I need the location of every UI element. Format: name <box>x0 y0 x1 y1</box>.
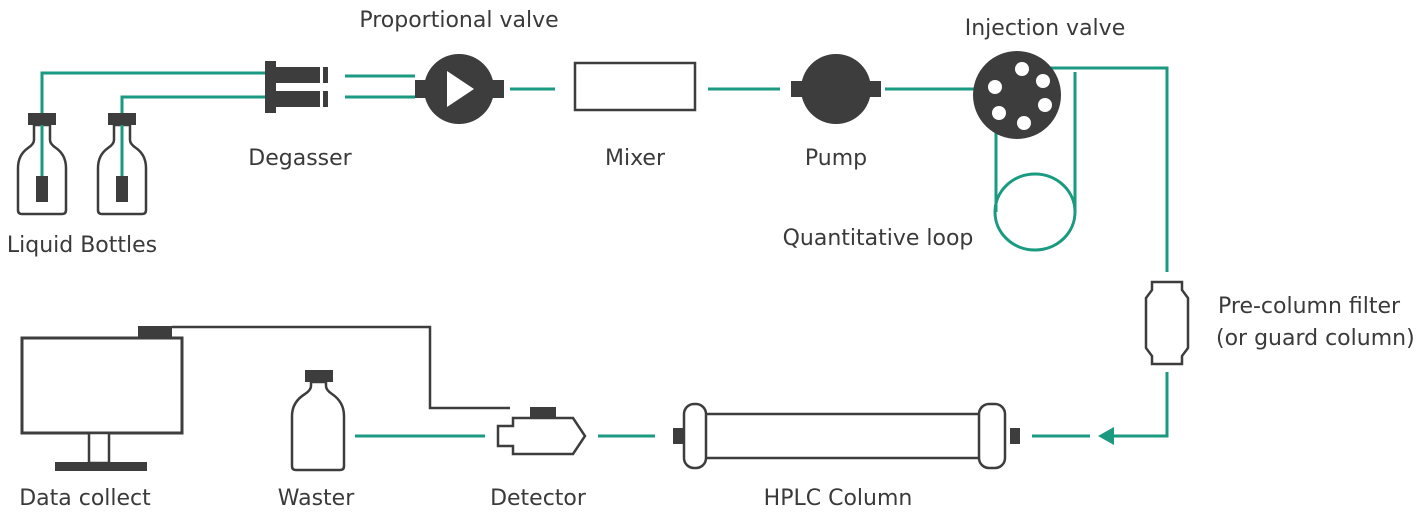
flow-direction-arrow-icon <box>1098 427 1114 445</box>
degasser-icon <box>265 61 328 113</box>
label-proportional-valve: Proportional valve <box>359 8 558 33</box>
hplc-column-icon <box>673 402 1020 470</box>
liquid-bottle-1 <box>16 113 68 216</box>
signal-line-detector-data <box>172 325 510 410</box>
liquid-bottle-2 <box>96 113 148 216</box>
injection-valve-icon <box>973 51 1061 139</box>
waste-bottle-icon <box>290 370 346 472</box>
label-liquid-bottles: Liquid Bottles <box>7 233 157 258</box>
label-pre-column-filter-line2: (or guard column) <box>1216 326 1415 351</box>
labels: Proportional valve Injection valve Degas… <box>7 8 1415 511</box>
flow-line-bottle1-degasser <box>40 71 265 114</box>
label-waster: Waster <box>278 486 355 511</box>
label-data-collect: Data collect <box>19 486 151 511</box>
flow-line-bottle2-degasser <box>120 95 265 114</box>
label-detector: Detector <box>490 486 587 511</box>
label-quantitative-loop: Quantitative loop <box>783 226 974 251</box>
mixer-icon <box>573 61 697 112</box>
flow-lines <box>40 66 1169 438</box>
pump-icon <box>791 54 881 124</box>
pre-column-filter-icon <box>1144 280 1190 366</box>
label-pre-column-filter-line1: Pre-column filter <box>1218 294 1401 319</box>
label-injection-valve: Injection valve <box>965 16 1125 41</box>
flow-line-filter-column <box>1112 372 1169 438</box>
quantitative-loop-coil <box>993 172 1077 252</box>
flow-line-injection-filter <box>1048 66 1169 272</box>
label-mixer: Mixer <box>605 146 666 171</box>
label-pump: Pump <box>805 146 867 171</box>
label-degasser: Degasser <box>248 146 352 171</box>
label-hplc-column: HPLC Column <box>764 486 913 511</box>
proportional-valve-icon <box>415 54 504 124</box>
data-collect-monitor-icon <box>20 326 184 471</box>
detector-icon <box>496 407 587 456</box>
